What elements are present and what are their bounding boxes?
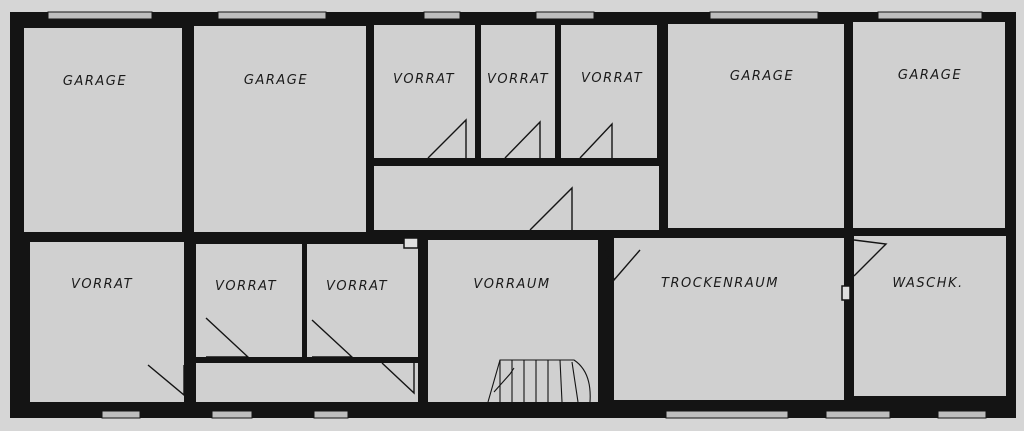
room-label-vorraum: VORRAUM xyxy=(473,277,550,292)
room-garage-3 xyxy=(668,24,844,228)
room-vorrat-top-2 xyxy=(481,25,555,158)
room-label-vorrat-bottom-3: VORRAT xyxy=(326,279,388,294)
window xyxy=(423,11,461,20)
window xyxy=(709,11,819,20)
door-swing xyxy=(529,186,573,231)
room-label-trockenraum: TROCKENRAUM xyxy=(661,276,779,291)
room-label-garage-1: GARAGE xyxy=(63,74,127,89)
room-vorrat-top-3 xyxy=(561,25,657,158)
room-trockenraum xyxy=(614,238,844,400)
door-swing xyxy=(311,319,354,358)
room-garage-4 xyxy=(853,22,1005,228)
room-label-garage-3: GARAGE xyxy=(730,69,794,84)
door-swing xyxy=(427,118,467,159)
windows xyxy=(47,11,987,419)
door-swing xyxy=(381,362,415,395)
room-label-garage-4: GARAGE xyxy=(898,68,962,83)
corridor-lower xyxy=(196,363,418,402)
chimney-block xyxy=(186,302,194,314)
corridor-upper xyxy=(374,166,659,230)
door-swing xyxy=(205,317,250,358)
window xyxy=(101,410,141,419)
room-label-garage-2: GARAGE xyxy=(244,73,308,88)
stair-arrow xyxy=(493,367,515,393)
window xyxy=(665,410,789,419)
window xyxy=(211,410,253,419)
room-garage-2 xyxy=(194,26,366,232)
staircase xyxy=(487,359,591,403)
room-label-vorrat-bottom-1: VORRAT xyxy=(71,277,133,292)
room-label-vorrat-top-1: VORRAT xyxy=(393,72,455,87)
window xyxy=(877,11,983,20)
window xyxy=(937,410,987,419)
room-vorrat-top-1 xyxy=(374,25,475,158)
window xyxy=(47,11,153,20)
room-label-vorrat-top-3: VORRAT xyxy=(581,71,643,86)
window xyxy=(825,410,891,419)
room-vorrat-bottom-2 xyxy=(196,244,302,357)
room-label-vorrat-top-2: VORRAT xyxy=(487,72,549,87)
wall-fixture xyxy=(403,237,419,249)
room-vorraum xyxy=(428,240,598,402)
door-swing xyxy=(605,249,641,282)
room-vorrat-bottom-1 xyxy=(30,242,184,402)
door-swing xyxy=(579,122,613,159)
room-label-vorrat-bottom-2: VORRAT xyxy=(215,279,277,294)
stair-outline xyxy=(487,359,591,403)
room-labels: GARAGE GARAGE VORRAT VORRAT VORRAT GARAG… xyxy=(63,68,963,294)
window xyxy=(535,11,595,20)
room-garage-1 xyxy=(24,28,182,232)
door-swing xyxy=(504,120,541,159)
window xyxy=(313,410,349,419)
window xyxy=(217,11,327,20)
room-waschkueche xyxy=(854,236,1006,396)
doors xyxy=(147,118,888,397)
room-label-waschkueche: WASCHK. xyxy=(892,276,963,291)
door-swing xyxy=(147,364,185,397)
door-swing xyxy=(853,239,888,277)
wall-fixture xyxy=(841,285,851,301)
room-vorrat-bottom-3 xyxy=(307,244,418,357)
